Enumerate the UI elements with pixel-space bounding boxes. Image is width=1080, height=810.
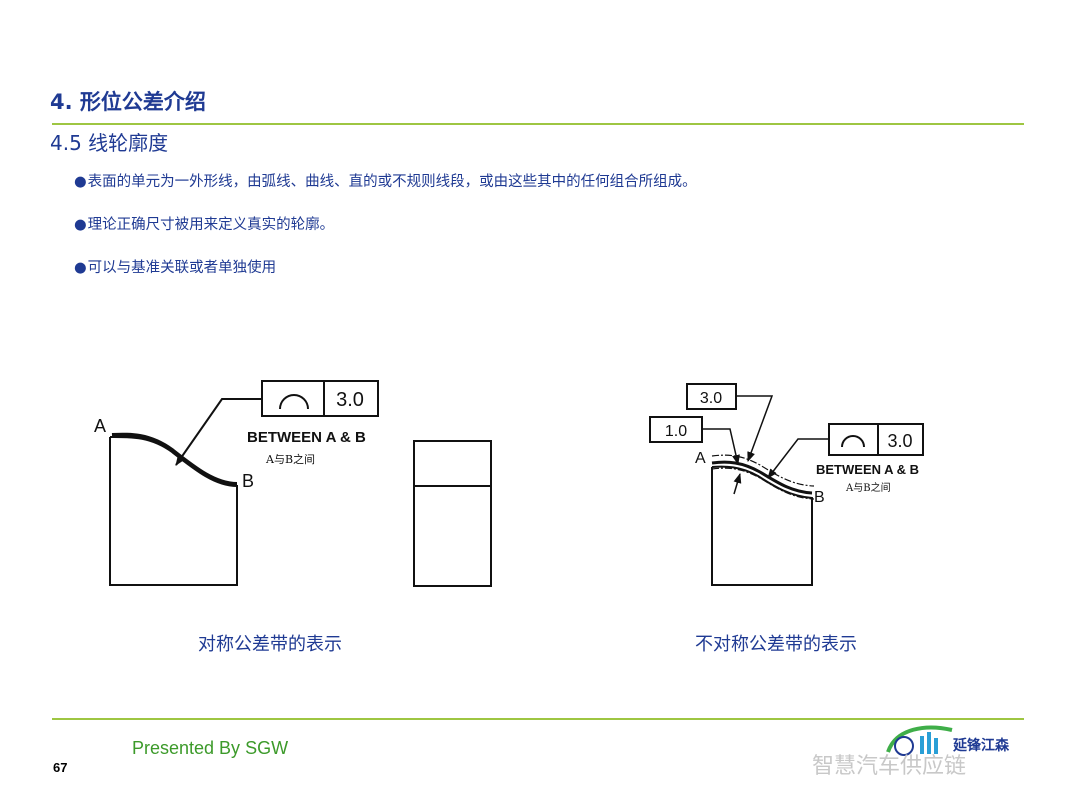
left-point-b: B [242, 471, 254, 491]
bullet-item: ●表面的单元为一外形线，由弧线、曲线、直的或不规则线段，或由这些其中的任何组合所… [74, 174, 697, 190]
right-lower-zone-line [711, 467, 815, 500]
right-dim-inner-box [649, 416, 703, 443]
right-dim-outer-box [686, 383, 737, 410]
right-between-label: BETWEEN A & B [816, 462, 919, 477]
left-part-outline [109, 435, 238, 586]
left-caption: 对称公差带的表示 [198, 634, 342, 655]
company-logo-icon [886, 725, 953, 756]
left-between-label: BETWEEN A & B [247, 429, 366, 446]
line-profile-symbol-icon [841, 435, 865, 448]
bullet-icon: ● [74, 174, 87, 190]
right-profile-curve [711, 460, 813, 495]
section-subtitle: 4.5 线轮廓度 [50, 131, 169, 155]
left-point-a: A [94, 416, 106, 436]
bullet-list: ●表面的单元为一外形线，由弧线、曲线、直的或不规则线段，或由这些其中的任何组合所… [74, 172, 697, 301]
right-diagram: 3.0 1.0 3.0 BETWEEN A & B A与B之间 A B [649, 383, 924, 586]
bullet-icon: ● [74, 260, 87, 276]
left-diagram: 3.0 BETWEEN A & B A与B之间 A B [94, 380, 492, 587]
left-control-frame [261, 380, 379, 417]
company-logo-text: 延锋江森 [953, 738, 1009, 754]
bullet-item: ●可以与基准关联或者单独使用 [74, 260, 277, 276]
right-caption: 不对称公差带的表示 [695, 634, 857, 655]
right-between-cn-label: A与B之间 [845, 481, 891, 494]
watermark-text: 智慧汽车供应链 [812, 754, 967, 779]
left-leader-line [175, 398, 262, 466]
left-profile-curve [111, 432, 238, 486]
right-dim-outer-leader [736, 395, 774, 462]
top-divider [52, 123, 1024, 125]
bullet-item: ●理论正确尺寸被用来定义真实的轮廓。 [74, 217, 335, 233]
page-number: 67 [53, 760, 68, 775]
right-upper-zone-line [711, 454, 815, 487]
line-profile-symbol-icon [279, 394, 309, 410]
left-tolerance-value: 3.0 [336, 389, 364, 411]
right-part-outline [711, 465, 813, 586]
right-point-a: A [695, 450, 706, 467]
slide-title: 4. 形位公差介绍 [50, 90, 206, 114]
right-point-b: B [814, 489, 825, 506]
right-tolerance-value: 3.0 [887, 431, 912, 451]
presenter-credit: Presented By SGW [132, 738, 289, 758]
right-dim-inner-value: 1.0 [665, 423, 687, 440]
right-dim-inner-leader [702, 428, 740, 465]
right-dim-outer-value: 3.0 [700, 390, 722, 407]
right-leader-line [767, 438, 829, 479]
side-view-block [413, 440, 492, 587]
left-between-cn-label: A与B之间 [265, 452, 315, 466]
bottom-divider [52, 718, 1024, 720]
bullet-icon: ● [74, 217, 87, 233]
